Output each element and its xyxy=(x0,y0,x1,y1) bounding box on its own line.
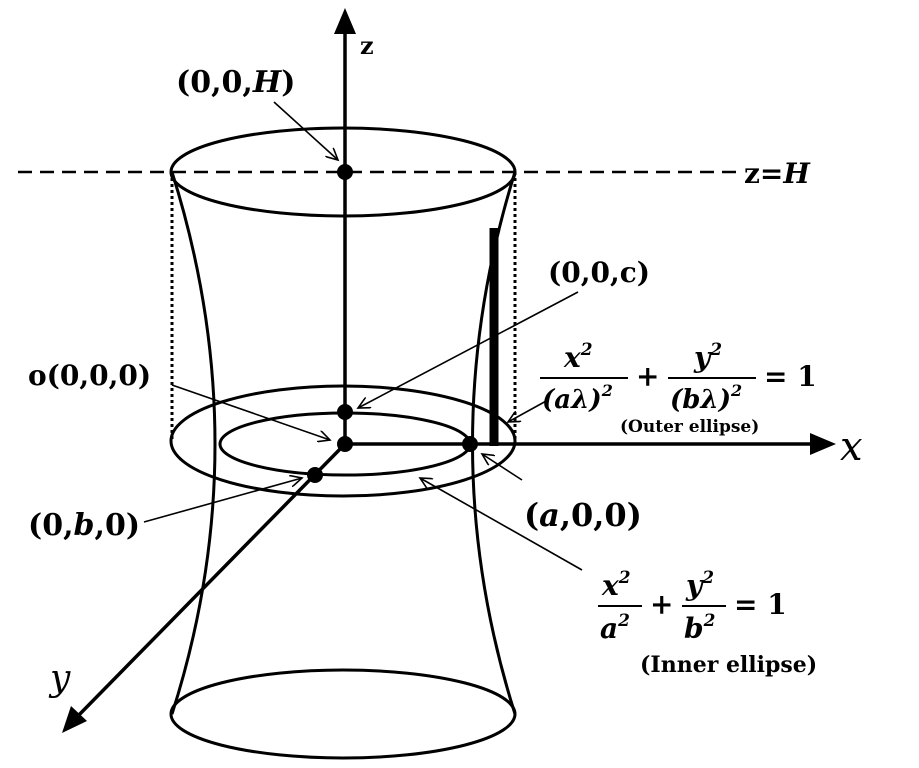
outer-ellipse xyxy=(169,384,517,498)
svg-text:b2: b2 xyxy=(684,611,716,645)
svg-text:= 1: = 1 xyxy=(734,588,787,621)
outer-ellipse-equation: x2 (aλ)2 + y2 (bλ)2 = 1 (Outer ellipse) xyxy=(540,340,817,437)
svg-text:+: + xyxy=(650,588,673,621)
label-b: (0,b,0) xyxy=(28,508,140,543)
leader-c xyxy=(358,291,579,408)
point-b xyxy=(307,467,323,483)
svg-text:x2: x2 xyxy=(601,568,631,602)
leader-inner-ellipse xyxy=(420,478,583,571)
top-ellipse xyxy=(169,126,517,218)
svg-text:(Inner ellipse): (Inner ellipse) xyxy=(640,652,817,678)
svg-text:(aλ)2: (aλ)2 xyxy=(542,381,613,415)
label-origin: o(0,0,0) xyxy=(28,359,151,392)
svg-text:+: + xyxy=(636,360,659,393)
point-top-h xyxy=(337,164,353,180)
label-a: (a,0,0) xyxy=(524,496,642,534)
point-a xyxy=(462,436,478,452)
point-c xyxy=(337,404,353,420)
x-axis-arrowhead xyxy=(810,433,836,455)
y-axis-arrowhead xyxy=(62,706,87,733)
svg-text:= 1: = 1 xyxy=(764,360,817,393)
label-c: (0,0,c) xyxy=(548,256,650,289)
y-axis xyxy=(72,442,347,722)
leader-a xyxy=(482,454,523,481)
y-axis-label: y xyxy=(48,658,71,699)
leader-origin xyxy=(171,384,330,440)
svg-text:(Outer ellipse): (Outer ellipse) xyxy=(620,417,759,437)
z-axis-label: z xyxy=(360,31,374,60)
plane-label: z=H xyxy=(744,157,811,190)
inner-ellipse-equation: x2 a2 + y2 b2 = 1 (Inner ellipse) xyxy=(598,568,817,678)
leader-top-h xyxy=(273,101,338,160)
z-axis-arrowhead xyxy=(334,8,356,34)
svg-text:(bλ)2: (bλ)2 xyxy=(670,381,742,415)
x-axis-label: x xyxy=(840,424,863,470)
leader-outer-ellipse xyxy=(508,399,549,422)
point-origin xyxy=(337,436,353,452)
leader-b xyxy=(143,478,302,523)
hyperboloid-left-profile xyxy=(170,171,217,715)
svg-text:x2: x2 xyxy=(563,340,593,374)
svg-text:y2: y2 xyxy=(685,568,714,602)
svg-text:y2: y2 xyxy=(693,340,722,374)
svg-text:a2: a2 xyxy=(600,611,630,645)
label-top-h: (0,0,H) xyxy=(176,65,295,100)
bottom-ellipse xyxy=(169,668,517,760)
